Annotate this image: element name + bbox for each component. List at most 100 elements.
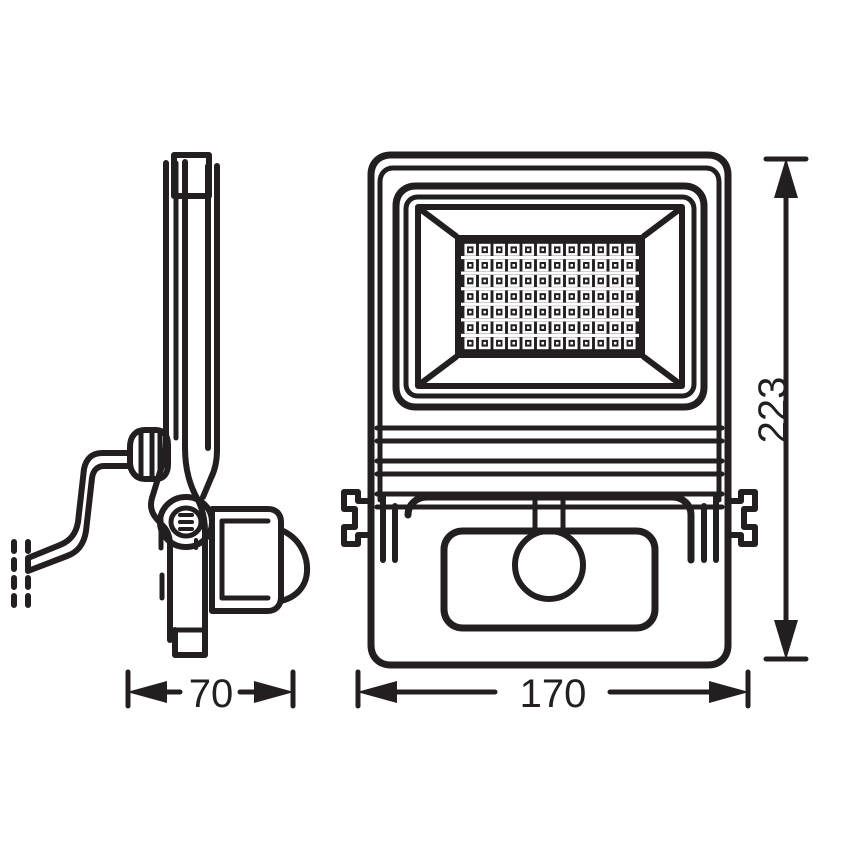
led-chip-center <box>497 295 501 298</box>
led-chip-center <box>468 279 472 283</box>
led-grid <box>461 243 639 350</box>
led-chip-center <box>512 279 516 283</box>
led-chip-center <box>570 248 574 252</box>
led-chip <box>580 290 593 303</box>
led-chip-center <box>541 279 545 283</box>
led-chip-center <box>512 310 516 314</box>
led-chip-center <box>570 310 574 314</box>
led-chip-center <box>584 295 588 298</box>
led-chip-center <box>613 341 617 345</box>
led-chip <box>536 306 549 319</box>
led-chip <box>551 321 564 334</box>
led-chip <box>522 337 535 350</box>
led-chip <box>493 243 506 256</box>
led-chip-center <box>483 326 487 329</box>
led-chip <box>536 290 549 303</box>
led-chip-center <box>483 264 487 267</box>
led-chip-center <box>584 279 588 283</box>
led-chip-center <box>468 264 472 267</box>
led-array <box>458 238 642 355</box>
led-chip <box>493 290 506 303</box>
led-chip <box>565 259 578 272</box>
led-chip-center <box>613 264 617 267</box>
led-chip <box>594 243 607 256</box>
led-chip-center <box>468 248 472 252</box>
led-row-separator <box>461 287 639 291</box>
led-chip <box>464 321 477 334</box>
mounting-ear-left <box>341 489 398 563</box>
led-chip <box>536 243 549 256</box>
led-row-separator <box>461 255 639 260</box>
led-chip-center <box>468 310 472 314</box>
led-chip-center <box>483 248 487 252</box>
led-chip <box>464 290 477 303</box>
led-chip <box>493 321 506 334</box>
pivot-screw <box>157 494 215 550</box>
led-chip <box>493 337 506 350</box>
power-cable <box>25 450 133 574</box>
led-chip-center <box>526 264 530 267</box>
led-chip-center <box>526 326 530 329</box>
led-chip <box>536 274 549 287</box>
led-chip <box>522 306 535 319</box>
led-chip <box>536 337 549 350</box>
pir-sensor-bezel <box>440 527 659 632</box>
dimension-height-223: 223 <box>751 156 809 662</box>
led-chip <box>565 306 578 319</box>
led-chip <box>478 243 491 256</box>
front-view <box>341 151 758 669</box>
led-chip <box>464 337 477 350</box>
led-chip <box>623 259 636 272</box>
led-row-separator <box>461 302 639 306</box>
led-chip-center <box>628 341 632 345</box>
led-chip <box>507 243 520 256</box>
led-chip-center <box>599 295 603 298</box>
led-chip-center <box>599 248 603 252</box>
led-chip-center <box>483 295 487 298</box>
led-chip <box>551 337 564 350</box>
led-chip <box>551 243 564 256</box>
led-chip <box>594 290 607 303</box>
led-chip <box>609 321 622 334</box>
led-chip <box>507 337 520 350</box>
led-chip-center <box>584 341 588 345</box>
dimension-depth-70: 70 <box>125 669 296 716</box>
led-chip <box>522 259 535 272</box>
led-chip-center <box>628 248 632 252</box>
led-chip <box>493 274 506 287</box>
led-chip <box>623 243 636 256</box>
led-chip-center <box>613 326 617 329</box>
led-chip <box>551 290 564 303</box>
led-chip-center <box>628 310 632 314</box>
led-chip-center <box>541 326 545 329</box>
led-chip-center <box>497 310 501 314</box>
led-chip-center <box>570 326 574 329</box>
led-chip-center <box>483 310 487 314</box>
dimension-height-label: 223 <box>751 377 795 444</box>
led-chip <box>580 259 593 272</box>
led-chip-center <box>599 264 603 267</box>
led-chip <box>478 321 491 334</box>
led-chip <box>464 243 477 256</box>
outer-housing <box>367 151 732 669</box>
led-chip <box>507 306 520 319</box>
dimension-depth-label: 70 <box>189 672 234 716</box>
led-chip <box>536 321 549 334</box>
led-chip-center <box>497 248 501 252</box>
led-chip-center <box>541 295 545 298</box>
led-chip <box>522 321 535 334</box>
mounting-bracket-top <box>171 152 212 199</box>
cable-gland <box>127 427 171 482</box>
led-chip-center <box>584 264 588 267</box>
led-row-separator <box>461 333 639 338</box>
led-chip <box>565 337 578 350</box>
led-chip <box>507 259 520 272</box>
led-chip <box>507 274 520 287</box>
led-chip-center <box>541 310 545 314</box>
led-chip <box>493 259 506 272</box>
led-chip <box>493 306 506 319</box>
led-chip-center <box>628 326 632 329</box>
led-chip-center <box>483 279 487 283</box>
led-chip <box>580 337 593 350</box>
